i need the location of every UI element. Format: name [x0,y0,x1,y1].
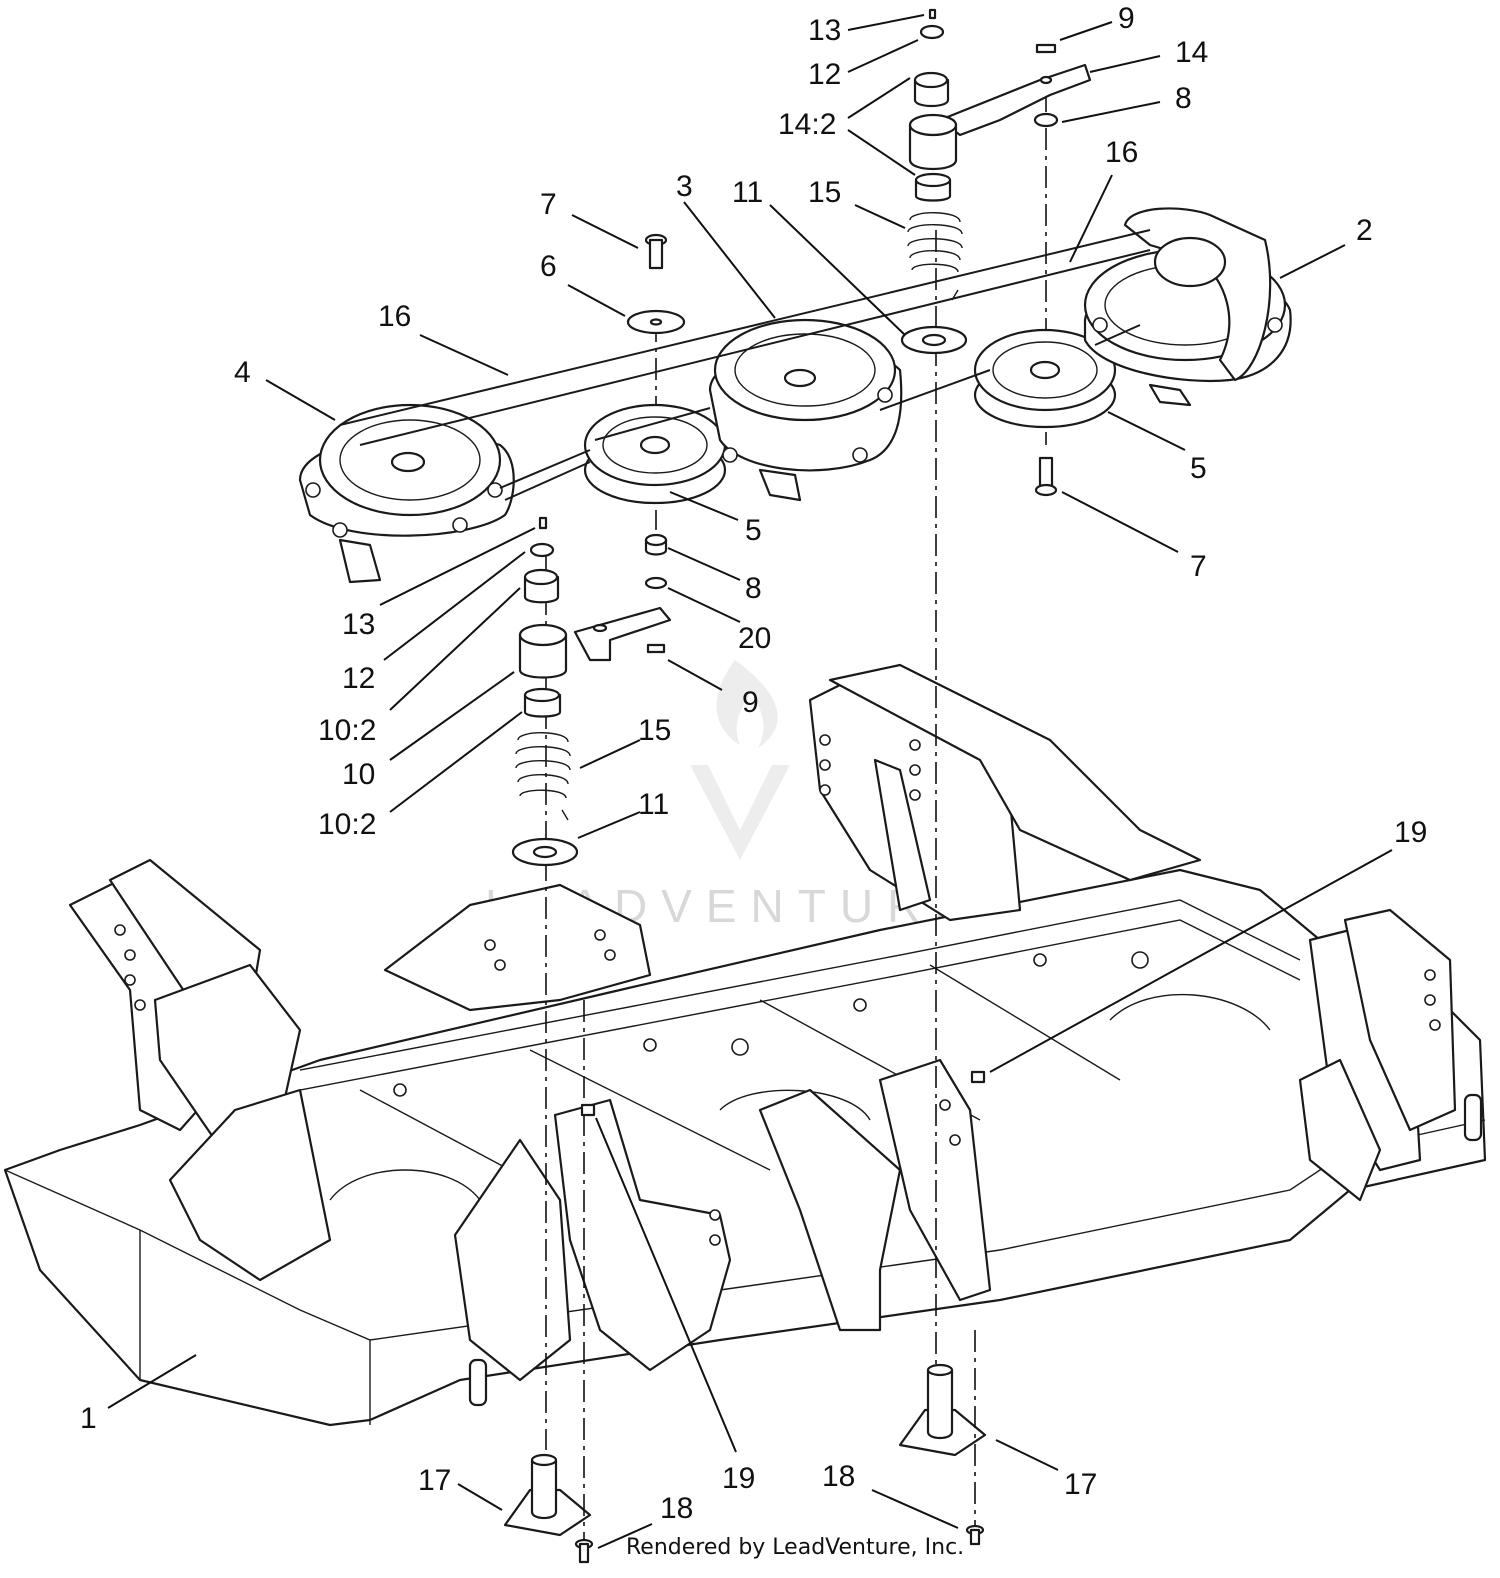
callout-5-mid: 5 [745,514,762,547]
watermark-logo-icon [690,660,790,860]
callout-7-right: 7 [1190,550,1207,583]
bolt-19-right-icon [970,1070,986,1084]
bolt-18-right-icon [965,1524,985,1546]
spindle-assembly-left [298,403,515,584]
bolt-7-top-icon [644,233,668,270]
callout-13-mid: 13 [342,608,375,641]
callout-18-right: 18 [822,1460,855,1493]
idler-arm-mid [511,516,672,867]
mower-deck [3,663,1487,1427]
callout-14: 14 [1175,36,1208,69]
pivot-mount-right [898,1363,987,1457]
callout-5-right: 5 [1190,452,1207,485]
spindle-assembly-center [708,318,903,502]
callout-16-right: 16 [1105,136,1138,169]
credit-text: Rendered by LeadVenture, Inc. [626,1535,964,1560]
callout-18-left: 18 [660,1492,693,1525]
callout-4: 4 [234,356,251,389]
callout-10-2-b: 10:2 [318,808,376,841]
leader-lines [107,14,1393,1549]
callout-12-top: 12 [808,58,841,91]
callout-3: 3 [676,170,693,203]
callout-10-2-a: 10:2 [318,714,376,747]
callout-2: 2 [1356,214,1373,247]
callout-8-mid: 8 [745,572,762,605]
drive-belt [339,229,1151,501]
spindle-assembly-right [1083,207,1292,407]
callout-17-left: 17 [418,1464,451,1497]
callout-15-top: 15 [808,176,841,209]
idler-pulley-right [973,328,1117,429]
washer-6-icon [626,309,686,335]
callout-19-bottom: 19 [722,1462,755,1495]
idler-arm-top [900,8,1092,355]
callout-10: 10 [342,758,375,791]
callout-6: 6 [540,250,557,283]
callout-labels: 13 9 12 14 8 14:2 16 7 3 11 15 2 6 16 4 … [80,2,1427,1525]
callout-11-mid: 11 [638,788,669,821]
callout-20: 20 [738,622,771,655]
bolt-7-right-icon [1034,456,1058,497]
callout-13-top: 13 [808,14,841,47]
callout-7-top: 7 [540,188,557,221]
bolt-19-bottom-icon [580,1103,596,1117]
callout-11-top: 11 [732,176,763,209]
bolt-18-left-icon [574,1538,594,1564]
callout-19-right: 19 [1394,816,1427,849]
idler-pulley-mid [583,403,727,505]
callout-1: 1 [80,1402,97,1435]
callout-9-top: 9 [1118,2,1135,35]
callout-14-2: 14:2 [778,108,836,141]
callout-15-mid: 15 [638,714,671,747]
callout-16-left: 16 [378,300,411,333]
callout-8-top: 8 [1175,82,1192,115]
callout-12-mid: 12 [342,662,375,695]
pivot-mount-left [503,1453,592,1537]
callout-9-mid: 9 [742,686,759,719]
callout-17-right: 17 [1064,1468,1097,1501]
